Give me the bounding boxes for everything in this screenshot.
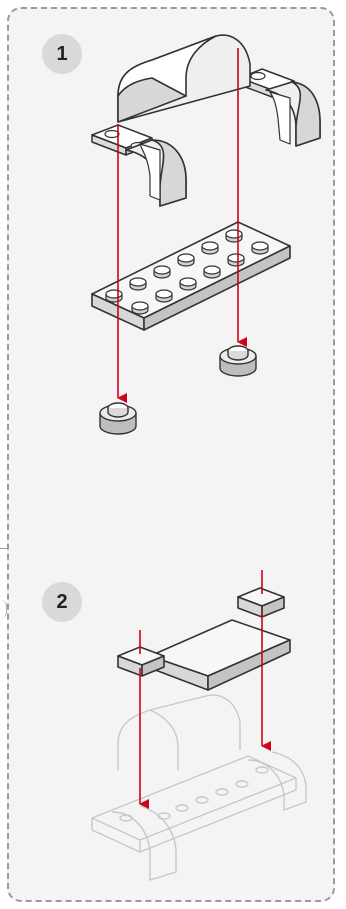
stud-top xyxy=(129,277,147,287)
step-1-arrows xyxy=(117,48,247,403)
stud-top xyxy=(153,265,171,275)
stud-top xyxy=(227,253,245,263)
tile-2x4 xyxy=(149,619,291,691)
stud-top xyxy=(131,301,149,311)
step-2-number: 2 xyxy=(56,590,68,613)
round-plate-right xyxy=(219,345,257,377)
step-2-arrows xyxy=(139,570,271,809)
step-2-badge: 2 xyxy=(42,582,82,622)
stud-top xyxy=(201,241,219,251)
curved-slope-brick xyxy=(117,34,251,123)
step-1-number: 1 xyxy=(56,42,68,65)
stud-top xyxy=(179,277,197,287)
margin-guide-line xyxy=(0,548,12,549)
stud-top xyxy=(105,289,123,299)
stud-top xyxy=(251,241,269,251)
tile-left-1x1 xyxy=(117,646,165,677)
plate-2x6 xyxy=(91,221,291,331)
left-armrest-arch xyxy=(125,139,187,207)
stud-top xyxy=(225,229,243,239)
right-armrest-arch xyxy=(265,81,321,147)
plate-2x6-studs xyxy=(105,229,269,315)
stud-top xyxy=(203,265,221,275)
stud-top xyxy=(177,253,195,263)
margin-tab xyxy=(0,600,7,618)
round-plate-left xyxy=(99,402,137,435)
ghost-sofa-assembly xyxy=(91,694,307,881)
stud-top xyxy=(155,289,173,299)
tile-right-1x1 xyxy=(237,587,285,618)
step-1-badge: 1 xyxy=(42,34,82,74)
